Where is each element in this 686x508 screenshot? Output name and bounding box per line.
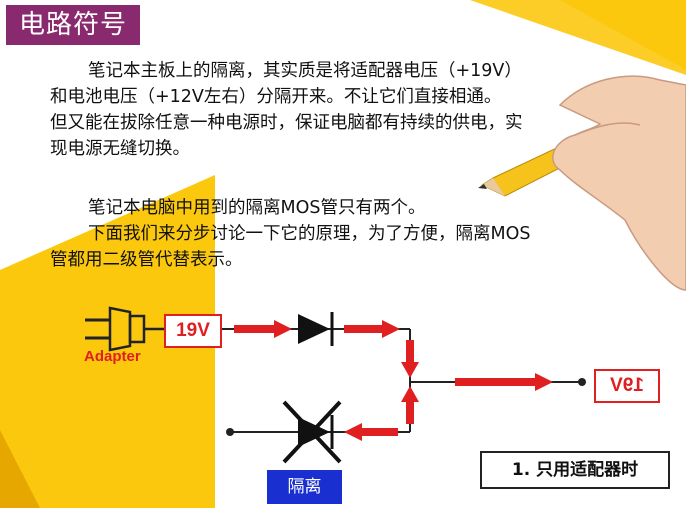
yellow-top-band-right (470, 0, 686, 75)
adapter-label: Adapter (84, 348, 141, 365)
finger (574, 122, 641, 136)
diagram-caption: 1. 只用适配器时 (480, 451, 670, 489)
plug-icon (85, 306, 164, 352)
paragraph-2-line-3: 管都用二级管代替表示。 (50, 250, 243, 270)
red-arrow-output (455, 373, 553, 391)
pencil-tip (482, 178, 505, 196)
yellow-left-wedge-tip (0, 430, 40, 508)
paragraph-1-line-4: 现电源无缝切换。 (50, 139, 190, 159)
yellow-left-wedge (0, 175, 215, 508)
paragraph-1-line-1: 笔记本主板上的隔离，其实质是将适配器电压（+19V） (88, 61, 522, 81)
isolation-label: 隔离 (267, 470, 342, 504)
paragraph-2-line-1: 笔记本电脑中用到的隔离MOS管只有两个。 (88, 198, 426, 218)
paragraph-1: 笔记本主板上的隔离，其实质是将适配器电压（+19V） 和电池电压（+12V左右）… (50, 58, 650, 162)
paragraph-2: 笔记本电脑中用到的隔离MOS管只有两个。 下面我们来分步讨论一下它的原理，为了方… (50, 195, 650, 273)
paragraph-1-line-3: 但又能在拔除任意一种电源时，保证电脑都有持续的供电，实 (50, 113, 523, 133)
cross-mark (282, 400, 342, 464)
red-arrow-top-left (234, 320, 292, 338)
red-arrow-down (401, 340, 419, 378)
output-node (578, 378, 586, 386)
red-arrow-up (401, 386, 419, 424)
slide-title: 电路符号 (6, 5, 140, 45)
diode-top (298, 312, 334, 346)
paragraph-1-line-2: 和电池电压（+12V左右）分隔开来。不让它们直接相通。 (50, 87, 502, 107)
paragraph-2-line-2: 下面我们来分步讨论一下它的原理，为了方便，隔离MOS (88, 224, 531, 244)
pencil-lead (478, 184, 487, 189)
red-arrow-top-right (344, 320, 400, 338)
output-voltage-label: 19V (594, 369, 660, 403)
input-voltage-label: 19V (164, 314, 222, 348)
red-arrow-bottom (344, 423, 398, 441)
